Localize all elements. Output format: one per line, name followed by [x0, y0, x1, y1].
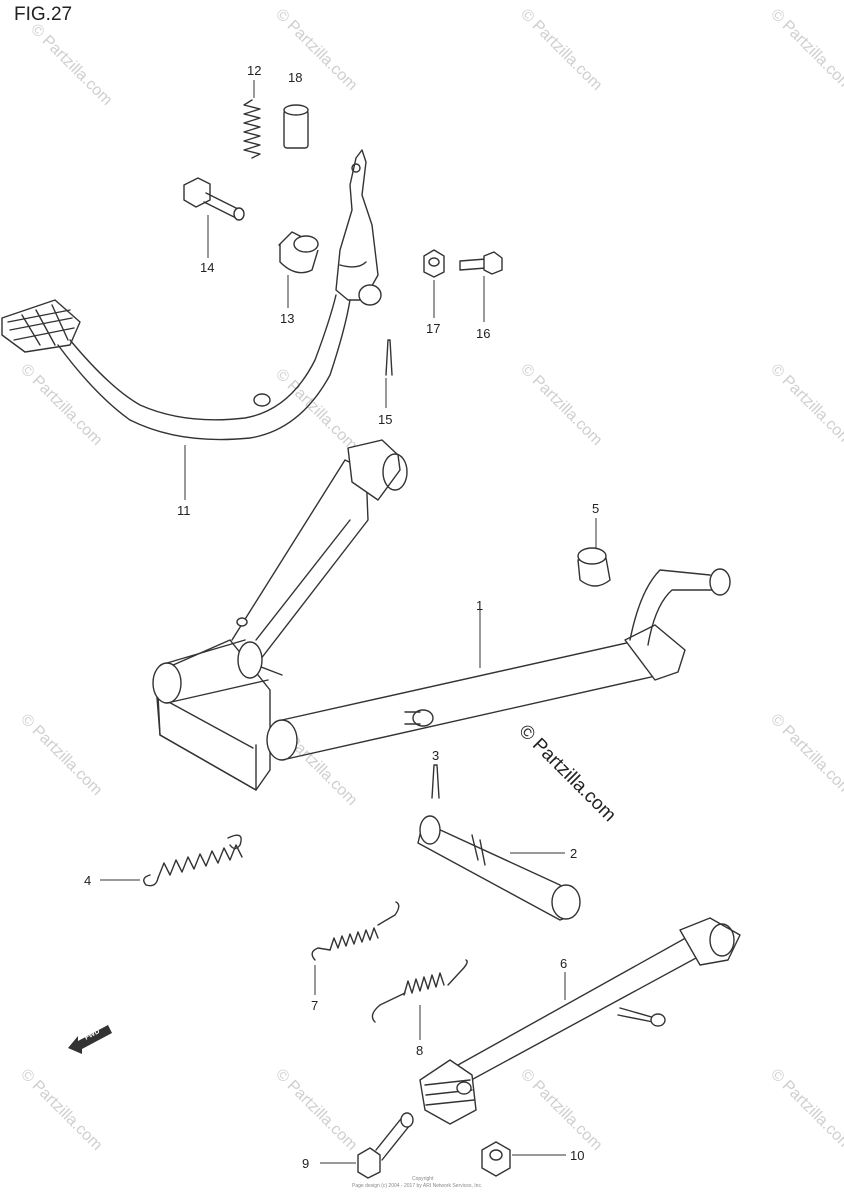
- footer: Copyright Page design (c) 2004 - 2017 by…: [352, 1176, 482, 1189]
- part-7-spring[interactable]: [311, 901, 400, 961]
- callout-18[interactable]: 18: [288, 70, 302, 85]
- footer-line-2: Page design (c) 2004 - 2017 by ARI Netwo…: [352, 1183, 482, 1189]
- part-12-spring[interactable]: [243, 99, 261, 159]
- part-6-side-stand[interactable]: [419, 917, 741, 1125]
- footer-line-1: Copyright: [412, 1176, 434, 1182]
- watermark: © Partzilla.com: [517, 6, 605, 94]
- watermark: © Partzilla.com: [27, 21, 115, 109]
- callout-10[interactable]: 10: [570, 1148, 584, 1163]
- callout-2[interactable]: 2: [570, 846, 577, 861]
- watermark: © Partzilla.com: [17, 1066, 105, 1154]
- callout-17[interactable]: 17: [426, 321, 440, 336]
- watermark: © Partzilla.com: [17, 711, 105, 799]
- watermark: © Partzilla.com: [517, 361, 605, 449]
- callout-6[interactable]: 6: [560, 956, 567, 971]
- callout-5[interactable]: 5: [592, 501, 599, 516]
- callout-13[interactable]: 13: [280, 311, 294, 326]
- leader-lines: [100, 80, 597, 1164]
- part-13-bushing[interactable]: [278, 231, 319, 274]
- part-16-bolt[interactable]: [459, 251, 503, 275]
- watermark: © Partzilla.com: [272, 1066, 360, 1154]
- watermark: © Partzilla.com: [517, 1066, 605, 1154]
- part-2-shaft[interactable]: [417, 815, 581, 921]
- watermark: © Partzilla.com: [767, 6, 844, 94]
- part-11-brake-pedal[interactable]: [1, 149, 382, 441]
- callout-7[interactable]: 7: [311, 998, 318, 1013]
- callout-9[interactable]: 9: [302, 1156, 309, 1171]
- part-4-spring[interactable]: [143, 834, 243, 887]
- callout-15[interactable]: 15: [378, 412, 392, 427]
- callout-1[interactable]: 1: [476, 598, 483, 613]
- callout-4[interactable]: 4: [84, 873, 91, 888]
- callout-3[interactable]: 3: [432, 748, 439, 763]
- callout-14[interactable]: 14: [200, 260, 214, 275]
- callouts: 1 2 3 4 5 6 7 8 9 10 11 12 13 14 15 16 1…: [84, 63, 599, 1171]
- watermark: © Partzilla.com: [272, 6, 360, 94]
- part-17-nut[interactable]: [423, 249, 445, 278]
- watermark: © Partzilla.com: [767, 1066, 844, 1154]
- part-8-spring[interactable]: [371, 959, 468, 1023]
- watermark: © Partzilla.com: [17, 361, 105, 449]
- watermark: © Partzilla.com: [272, 366, 360, 454]
- part-5-stopper[interactable]: [577, 547, 611, 587]
- callout-8[interactable]: 8: [416, 1043, 423, 1058]
- part-1-center-stand[interactable]: [152, 439, 731, 791]
- part-14-bolt[interactable]: [183, 177, 245, 221]
- callout-12[interactable]: 12: [247, 63, 261, 78]
- part-10-nut[interactable]: [481, 1141, 511, 1177]
- fig-title: FIG.27: [14, 4, 73, 25]
- part-9-bolt[interactable]: [357, 1112, 414, 1179]
- callout-16[interactable]: 16: [476, 326, 490, 341]
- part-18-collar[interactable]: [283, 104, 309, 149]
- watermark-main: © Partzilla.com: [514, 721, 619, 826]
- front-arrow: FWD: [68, 1025, 112, 1054]
- callout-11[interactable]: 11: [177, 503, 191, 518]
- watermark: © Partzilla.com: [767, 711, 844, 799]
- part-15-pin[interactable]: [385, 339, 393, 376]
- part-3-pin[interactable]: [431, 764, 440, 799]
- watermark: © Partzilla.com: [767, 361, 844, 449]
